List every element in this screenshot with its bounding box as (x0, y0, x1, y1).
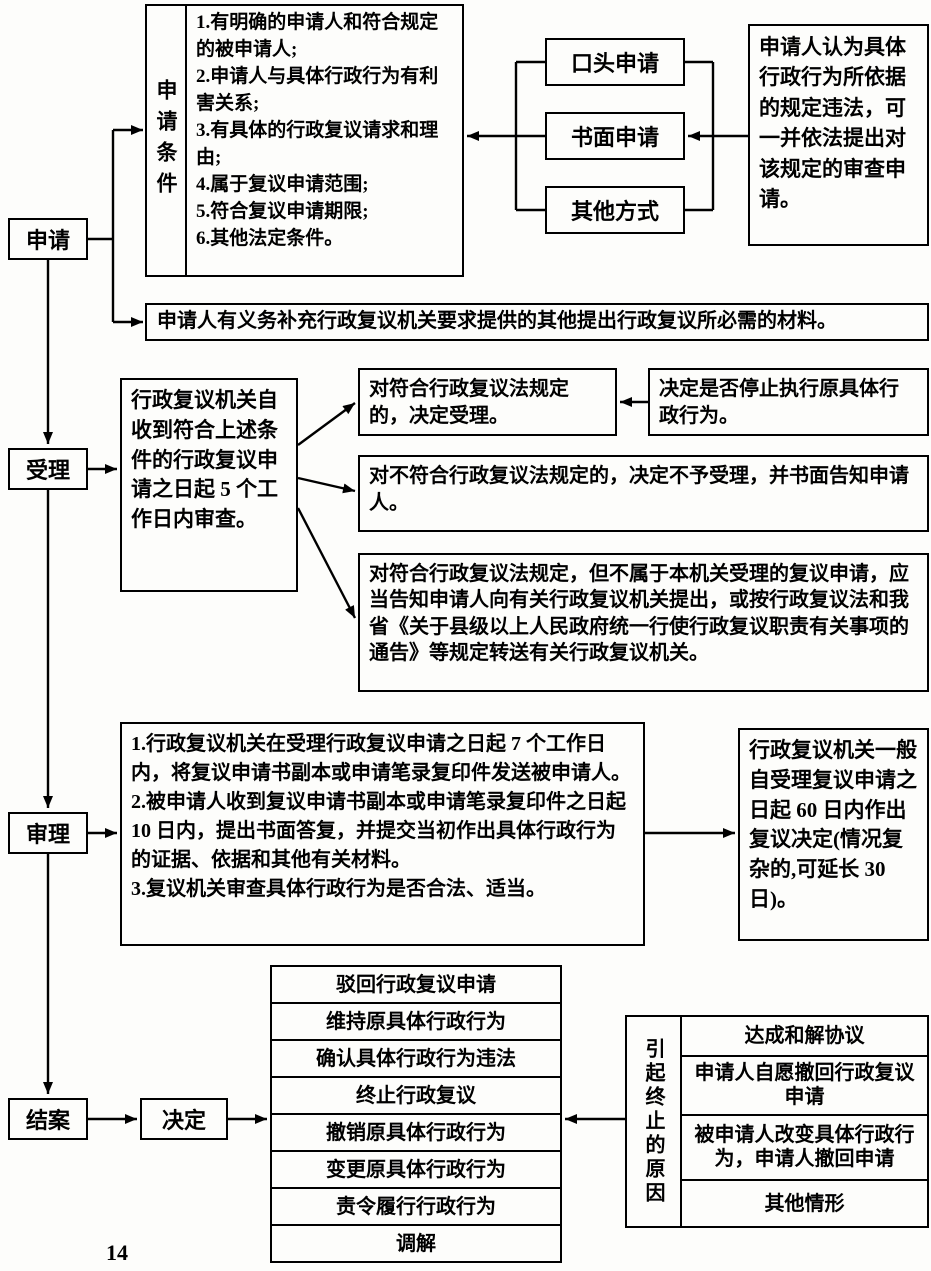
termination-reason-row: 其他情形 (682, 1179, 927, 1226)
accept-review-period-text: 行政复议机关自收到符合上述条件的行政复议申请之日起 5 个工作日内审查。 (131, 388, 278, 532)
reject-decision-text: 对不符合行政复议法规定的，决定不予受理，并书面告知申请人。 (369, 465, 909, 515)
stage-close-label: 结案 (25, 1108, 70, 1133)
page-number: 14 (106, 1240, 128, 1265)
method-box-written: 书面申请 (545, 112, 685, 160)
condition-item: 5.符合复议申请期限; (196, 200, 369, 222)
condition-item: 2.申请人与具体行政行为有利害关系; (196, 65, 439, 114)
accept-decision-text: 对符合行政复议法规定的，决定受理。 (369, 378, 569, 428)
supplement-materials-box: 申请人有义务补充行政复议机关要求提供的其他提出行政复议所必需的材料。 (145, 303, 929, 341)
outcomes-stack: 驳回行政复议申请 维持原具体行政行为 确认具体行政行为违法 终止行政复议 撤销原… (270, 965, 562, 1263)
stage-box-review: 审理 (8, 812, 88, 854)
reject-decision-box: 对不符合行政复议法规定的，决定不予受理，并书面告知申请人。 (358, 455, 929, 532)
outcome-row: 维持原具体行政行为 (272, 1002, 560, 1039)
outcome-row: 责令履行行政行为 (272, 1187, 560, 1224)
regulation-review-note-box: 申请人认为具体行政行为所依据的规定违法，可一并依法提出对该规定的审查申请。 (748, 24, 929, 246)
method-oral-label: 口头申请 (570, 51, 659, 76)
decision-box: 决定 (140, 1098, 228, 1140)
transfer-decision-text: 对符合行政复议法规定，但不属于本机关受理的复议申请，应当告知申请人向有关行政复议… (369, 563, 909, 665)
review-step: 2.被申请人收到复议申请书副本或申请笔录复印件之日起 10 日内，提出书面答复，… (131, 791, 626, 871)
condition-item: 4.属于复议申请范围; (196, 173, 369, 195)
termination-reason-row: 被申请人改变具体行政行为，申请人撤回申请 (682, 1113, 927, 1180)
application-conditions-label: 申请条件 (154, 78, 178, 203)
transfer-decision-box: 对符合行政复议法规定，但不属于本机关受理的复议申请，应当告知申请人向有关行政复议… (358, 553, 929, 692)
suspend-execution-text: 决定是否停止执行原具体行政行为。 (659, 378, 899, 428)
termination-side-label-col: 引起终止的原因 (627, 1017, 682, 1226)
arrow-period-to-reject (297, 476, 356, 494)
stage-box-accept: 受理 (8, 448, 88, 490)
condition-item: 6.其他法定条件。 (196, 227, 344, 249)
decision-period-text: 行政复议机关一般自受理复议申请之日起 60 日内作出复议决定(情况复杂的,可延长… (749, 738, 917, 912)
decision-label: 决定 (161, 1108, 206, 1133)
stage-box-close: 结案 (8, 1098, 88, 1140)
method-other-label: 其他方式 (570, 199, 659, 224)
termination-causes-box: 引起终止的原因 达成和解协议 申请人自愿撤回行政复议申请 被申请人改变具体行政行… (625, 1015, 929, 1228)
application-conditions-side-label-col: 申请条件 (147, 6, 187, 275)
stage-accept-label: 受理 (25, 458, 70, 483)
termination-reasons-list: 达成和解协议 申请人自愿撤回行政复议申请 被申请人改变具体行政行为，申请人撤回申… (682, 1017, 927, 1226)
termination-reason-row: 达成和解协议 (744, 1025, 865, 1047)
outcome-row: 调解 (272, 1224, 560, 1261)
method-box-other: 其他方式 (545, 186, 685, 234)
outcome-row: 确认具体行政行为违法 (272, 1039, 560, 1076)
accept-review-period-box: 行政复议机关自收到符合上述条件的行政复议申请之日起 5 个工作日内审查。 (120, 378, 298, 592)
stage-review-label: 审理 (25, 822, 70, 847)
application-conditions-box: 申请条件 1.有明确的申请人和符合规定的被申请人; 2.申请人与具体行政行为有利… (145, 4, 464, 277)
review-step: 1.行政复议机关在受理行政复议申请之日起 7 个工作日内，将复议申请书副本或申请… (131, 733, 631, 784)
accept-decision-box: 对符合行政复议法规定的，决定受理。 (358, 368, 617, 436)
condition-item: 3.有具体的行政复议请求和理由; (196, 119, 439, 168)
review-step: 3.复议机关审查具体行政行为是否合法、适当。 (131, 878, 546, 900)
termination-causes-label: 引起终止的原因 (642, 1037, 664, 1206)
outcome-row: 终止行政复议 (272, 1076, 560, 1113)
method-written-label: 书面申请 (570, 125, 659, 150)
stage-box-apply: 申请 (8, 218, 88, 260)
review-steps-list: 1.行政复议机关在受理行政复议申请之日起 7 个工作日内，将复议申请书副本或申请… (122, 724, 643, 910)
outcome-row: 驳回行政复议申请 (336, 973, 496, 996)
arrow-period-to-acceptok (297, 402, 356, 446)
supplement-materials-text: 申请人有义务补充行政复议机关要求提供的其他提出行政复议所必需的材料。 (157, 310, 837, 333)
condition-item: 1.有明确的申请人和符合规定的被申请人; (196, 12, 439, 60)
stage-apply-label: 申请 (25, 228, 70, 253)
application-conditions-list: 1.有明确的申请人和符合规定的被申请人; 2.申请人与具体行政行为有利害关系; … (187, 6, 462, 275)
suspend-execution-box: 决定是否停止执行原具体行政行为。 (648, 368, 929, 436)
regulation-review-note-text: 申请人认为具体行政行为所依据的规定违法，可一并依法提出对该规定的审查申请。 (759, 35, 906, 212)
method-box-oral: 口头申请 (545, 38, 685, 86)
decision-period-box: 行政复议机关一般自受理复议申请之日起 60 日内作出复议决定(情况复杂的,可延长… (738, 728, 929, 941)
arrow-period-to-transfer (296, 507, 357, 619)
outcome-row: 变更原具体行政行为 (272, 1150, 560, 1187)
outcome-row: 撤销原具体行政行为 (272, 1113, 560, 1150)
termination-reason-row: 申请人自愿撤回行政复议申请 (682, 1055, 927, 1114)
review-steps-box: 1.行政复议机关在受理行政复议申请之日起 7 个工作日内，将复议申请书副本或申请… (120, 722, 645, 946)
